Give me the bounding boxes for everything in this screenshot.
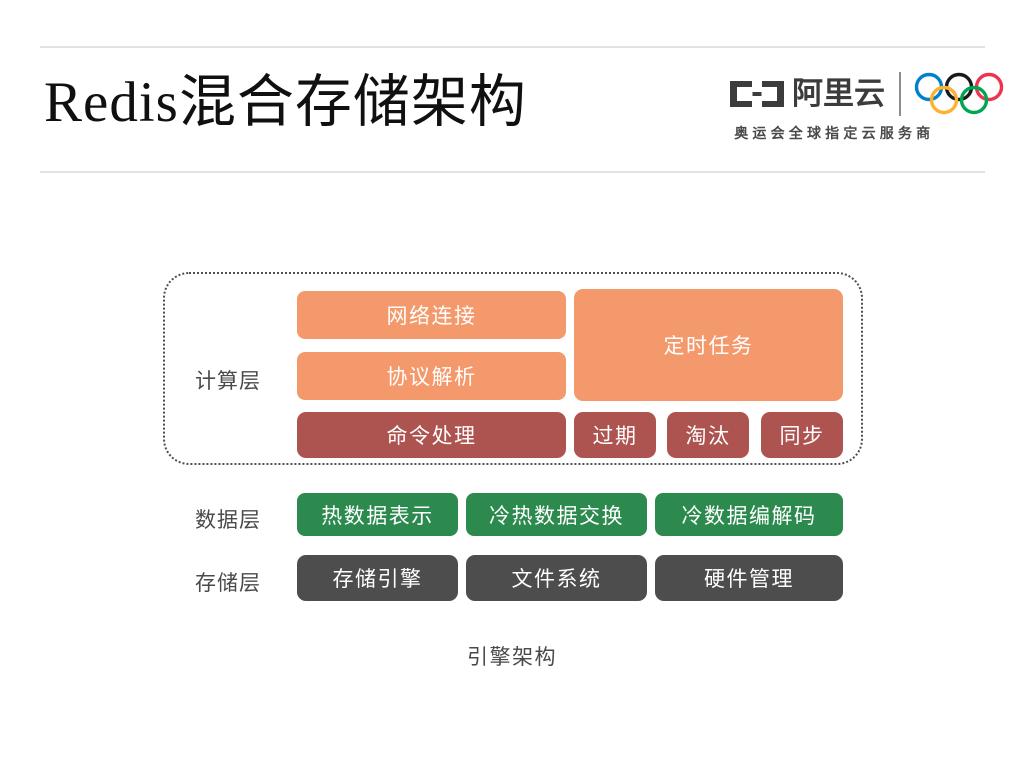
box-hardware-management: 硬件管理: [655, 555, 843, 601]
header-divider-top: [40, 46, 985, 48]
box-network-connection: 网络连接: [297, 291, 566, 339]
logo-wordmark: 阿里云: [792, 76, 885, 111]
header-divider-bottom: [40, 171, 985, 173]
box-cold-data-codec: 冷数据编解码: [655, 493, 843, 536]
box-scheduled-task: 定时任务: [574, 289, 843, 401]
diagram-caption: 引擎架构: [467, 645, 557, 669]
olympic-rings-icon: [914, 72, 1004, 115]
ring-green: [959, 85, 989, 115]
compute-layer-label: 计算层: [195, 369, 261, 393]
compute-layer-container: [163, 272, 863, 465]
box-command-processing: 命令处理: [297, 412, 566, 458]
data-layer-label: 数据层: [195, 508, 261, 532]
box-storage-engine: 存储引擎: [297, 555, 458, 601]
aliyun-bracket-icon: [730, 81, 784, 107]
storage-layer-label: 存储层: [195, 571, 261, 595]
aliyun-logo: 阿里云 奥运会全球指定云服务商: [728, 72, 1004, 143]
box-expiration: 过期: [574, 412, 656, 458]
box-sync: 同步: [761, 412, 843, 458]
box-hot-data-representation: 热数据表示: [297, 493, 458, 536]
box-eviction: 淘汰: [667, 412, 749, 458]
logo-tagline: 奥运会全球指定云服务商: [734, 125, 935, 141]
logo-divider: [899, 72, 901, 116]
box-file-system: 文件系统: [466, 555, 647, 601]
box-hot-cold-data-exchange: 冷热数据交换: [466, 493, 647, 536]
logo-row: 阿里云: [728, 72, 1004, 116]
ring-yellow: [929, 85, 959, 115]
page-title: Redis混合存储架构: [44, 71, 527, 134]
box-protocol-parsing: 协议解析: [297, 352, 566, 400]
